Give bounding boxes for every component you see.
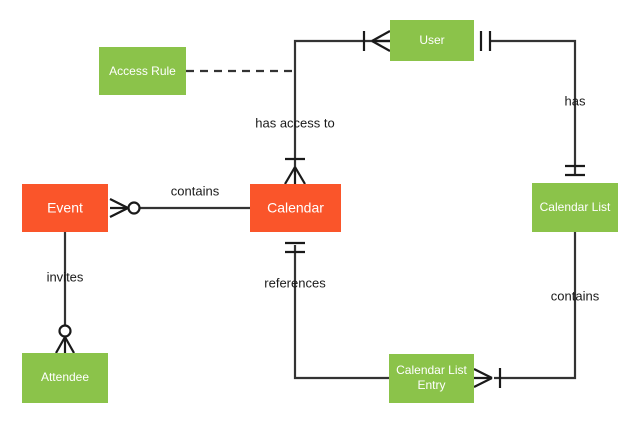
cardinality-one-or-many-calendar-top: [284, 157, 306, 185]
entity-calendar-list-entry-label-line1: Calendar List: [396, 363, 467, 377]
cardinality-one-and-only-one-calendar-bottom: [285, 241, 305, 254]
cardinality-one-and-only-one-user-right: [479, 31, 492, 51]
entity-calendar-list-entry-box[interactable]: [389, 354, 474, 403]
cardinality-one-or-many-user-left: [362, 30, 391, 52]
entity-attendee[interactable]: Attendee: [22, 353, 108, 403]
edge-contains-list-entry: [494, 232, 577, 380]
entity-event[interactable]: Event: [22, 184, 108, 232]
cardinality-zero-or-many-attendee-top: [55, 324, 75, 354]
relationship-label-references: references: [264, 275, 326, 290]
relationship-label-has-access-to: has access to: [255, 115, 335, 130]
entity-calendar-list-entry[interactable]: Calendar List Entry: [389, 354, 474, 403]
entity-calendar-list-box[interactable]: [532, 183, 618, 232]
entity-calendar-list[interactable]: Calendar List: [532, 183, 618, 232]
entity-calendar[interactable]: Calendar: [250, 184, 341, 232]
edge-line-contains-cl: [494, 232, 577, 380]
entity-access-rule-label: Access Rule: [109, 64, 176, 78]
relationship-label-has: has: [565, 93, 586, 108]
entity-access-rule-box[interactable]: [99, 47, 186, 95]
edge-line-has-access-to: [293, 39, 390, 175]
cardinality-one-or-many-entry-right: [473, 368, 502, 388]
entity-attendee-box[interactable]: [22, 353, 108, 403]
entity-attendee-label: Attendee: [41, 370, 89, 384]
edge-line-references: [293, 245, 389, 380]
entity-calendar-label: Calendar: [267, 200, 324, 216]
entity-user-label: User: [419, 33, 444, 47]
edge-has-access-to: [293, 39, 390, 175]
entity-user[interactable]: User: [390, 20, 474, 61]
entity-calendar-box[interactable]: [250, 184, 341, 232]
edge-has: [490, 39, 577, 174]
entity-user-box[interactable]: [390, 20, 474, 61]
edge-line-has: [490, 39, 577, 174]
entity-calendar-list-entry-label-line2: Entry: [417, 378, 445, 392]
cardinality-zero-or-many-event-right: [109, 198, 141, 218]
cardinality-one-and-only-one-calendar-list-top: [565, 164, 585, 177]
entity-event-label: Event: [47, 200, 83, 216]
entity-event-box[interactable]: [22, 184, 108, 232]
relationship-label-contains-event-calendar: contains: [171, 183, 220, 198]
entity-calendar-list-label: Calendar List: [540, 200, 611, 214]
edge-references: [293, 245, 389, 380]
entity-access-rule[interactable]: Access Rule: [99, 47, 186, 95]
relationship-label-invites: invites: [47, 269, 84, 284]
relationship-label-contains-calendar-list: contains: [551, 288, 600, 303]
